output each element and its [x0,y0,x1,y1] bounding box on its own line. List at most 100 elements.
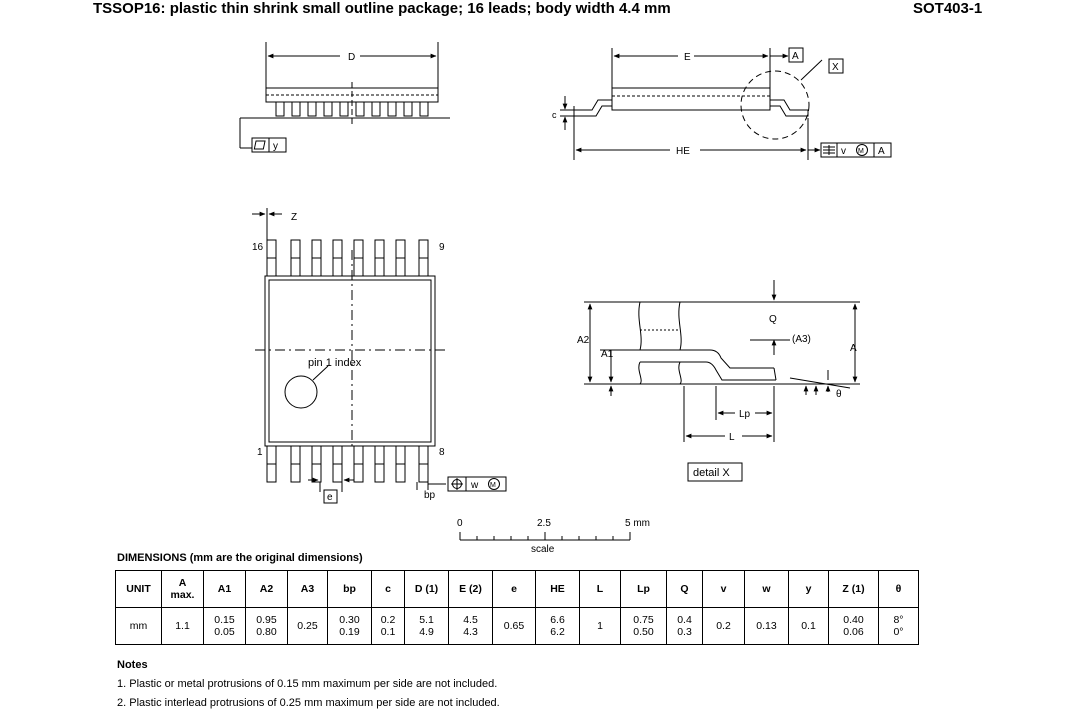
dim-theta-label: θ [836,389,842,400]
dim-column-header: θ [878,570,919,608]
end-view [560,48,823,160]
dim-column-value: 1 [579,607,621,645]
dim-value-line: 6.2 [550,626,565,638]
dim-column-header: bp [327,570,372,608]
dim-value-line: 0.75 [633,614,654,626]
package-code: SOT403-1 [913,0,983,17]
pin1-label: 1 [257,447,263,458]
dim-column-header: Lp [620,570,667,608]
scale-word-label: scale [531,544,555,555]
dim-value-line: 0.65 [503,620,525,632]
crosshair-position-icon [451,478,463,490]
unit-value: mm [115,607,162,645]
dim-column-header: HE [535,570,580,608]
dim-value-line: 1 [597,620,603,632]
package-title: TSSOP16: plastic thin shrink small outli… [93,0,671,17]
position-symbol-icon [823,145,835,155]
top-view [252,208,446,492]
pin8-label: 8 [439,447,445,458]
tolerance-v-frame: v M A [820,142,892,158]
dim-value-line: 4.9 [419,626,434,638]
dim-column-value: 8°0° [878,607,919,645]
dim-D-label: D [348,52,355,63]
scale-25-label: 2.5 [537,518,551,529]
tolerance-w-label: w [470,480,479,491]
dim-value-line: 0.15 [214,614,235,626]
dim-Q-label: Q [769,314,777,325]
top-leads [266,239,429,277]
dim-value-line: 4.3 [463,626,478,638]
dim-value-line: 6.6 [550,614,565,626]
tolerance-v-datum: A [878,146,885,157]
dim-column-header: A3 [287,570,328,608]
notes-section: Notes 1. Plastic or metal protrusions of… [117,656,500,713]
pin9-label: 9 [439,242,445,253]
max-header-label: max. [170,589,195,601]
dim-value-line: 0.3 [677,626,692,638]
dim-column-header: Z (1) [828,570,879,608]
dim-column-header: c [371,570,405,608]
dim-column-header: Q [666,570,703,608]
tolerance-v-label: v [841,146,846,157]
dim-value-line: 0.40 [843,614,864,626]
unit-header: UNIT [115,570,162,608]
scale-0-label: 0 [457,518,463,529]
detail-x-frame: detail X [687,462,743,482]
datum-X-frame: X [828,58,844,74]
flatness-y-label: y [273,141,278,152]
datum-X-label: X [832,62,839,73]
dim-value-line: 0.1 [380,626,396,638]
detail-x-view [584,280,860,442]
dim-L-label: L [729,432,735,443]
dim-value-line: 0.95 [256,614,277,626]
scale-bar [459,532,631,541]
dim-E-label: E [684,52,691,63]
dim-value-line: 5.1 [419,614,434,626]
dim-value-line: 0.06 [843,626,864,638]
dim-value-line: 0.19 [339,626,360,638]
dim-value-line: 0° [893,626,904,638]
dim-A-label: A [850,343,857,354]
note-2: 2. Plastic interlead protrusions of 0.25… [117,697,500,709]
mmc-w-label: M [490,482,496,489]
dim-HE-label: HE [676,146,690,157]
dim-e-frame: e [323,489,338,504]
detail-x-label: detail X [693,467,730,479]
note-1: 1. Plastic or metal protrusions of 0.15 … [117,678,498,690]
dim-column-value: 0.1 [788,607,829,645]
side-view-leads [275,102,429,117]
dim-column-value: 0.13 [744,607,789,645]
dim-Z-label: Z [291,212,297,223]
dim-column-header: y [788,570,829,608]
dim-column-header: v [702,570,745,608]
datum-A-label: A [792,51,799,62]
dim-value-line: 4.5 [463,614,478,626]
datum-A-frame: A [788,47,804,63]
dim-column-header: e [492,570,536,608]
side-view [239,42,450,153]
dim-column-header: L [579,570,621,608]
dim-bp-label: bp [424,490,436,501]
dim-column-header: A1 [203,570,246,608]
dim-column-header: E (2) [448,570,493,608]
mmc-circle-icon [488,478,500,490]
dim-A1-label: A1 [601,349,614,360]
dim-column-header: D (1) [404,570,449,608]
dim-value-line: 0.1 [801,620,816,632]
dim-value-line: 0.2 [716,620,731,632]
dim-Lp-label: Lp [739,409,751,420]
dim-value-line: 0.80 [256,626,277,638]
dim-column-header: w [744,570,789,608]
